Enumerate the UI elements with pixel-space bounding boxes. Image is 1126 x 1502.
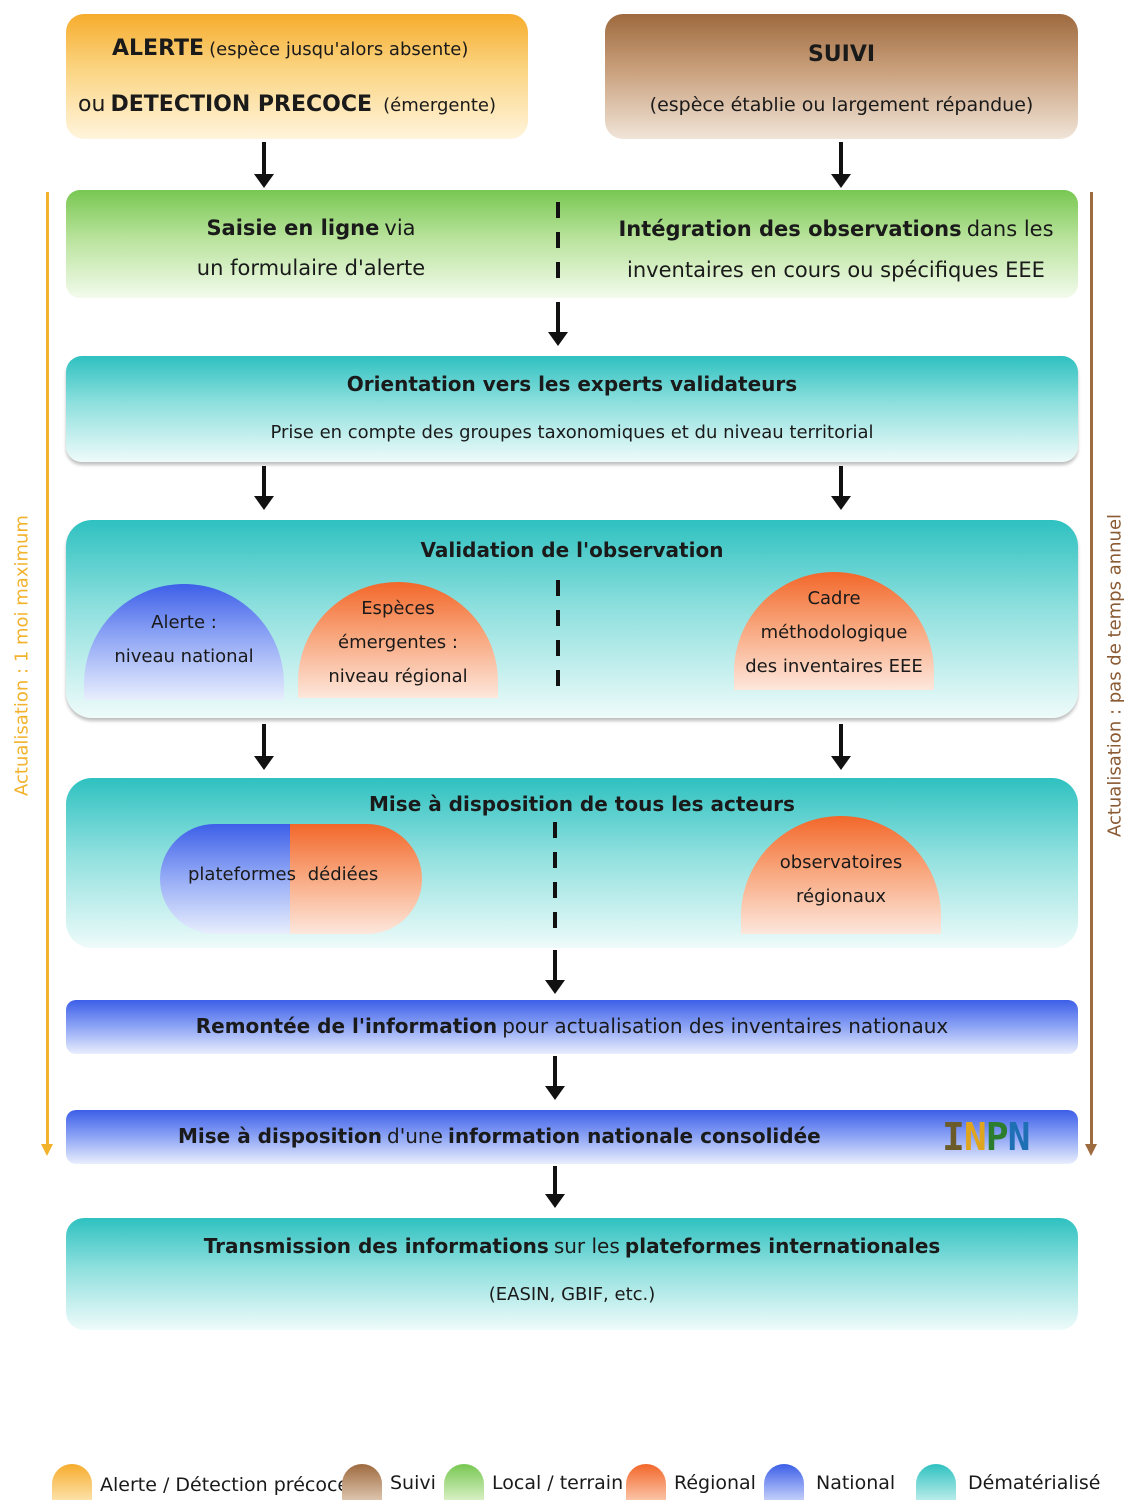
arrow-down-icon [254, 142, 274, 188]
divider [553, 912, 557, 928]
emergent-label-3: niveau régional [328, 666, 468, 687]
remontee-box: Remontée de l'information pour actualisa… [66, 1000, 1078, 1054]
right-timeline-arrow [1085, 192, 1097, 1156]
detection-title: DETECTION PRECOCE [110, 92, 373, 117]
observatories-label-1: observatoires [779, 852, 903, 873]
arrow-down-icon [831, 466, 851, 510]
alert-box: ALERTE (espèce jusqu'alors absente) ou D… [66, 14, 528, 139]
cadre-dome: Cadre méthodologique des inventaires EEE [734, 572, 934, 690]
cadre-label-2: méthodologique [760, 622, 908, 643]
arrow-down-icon [545, 1056, 565, 1100]
suivi-subtitle: (espèce établie ou largement répandue) [649, 94, 1034, 116]
alert-prefix: ou [78, 92, 106, 117]
legend-alert-swatch [52, 1464, 92, 1500]
cadre-label-3: des inventaires EEE [745, 656, 923, 677]
transmission-title-1: Transmission des informations [203, 1234, 549, 1258]
legend-demat-swatch [916, 1464, 956, 1500]
divider [553, 852, 557, 868]
legend-regional-swatch [626, 1464, 666, 1500]
legend-national-swatch [764, 1464, 804, 1500]
national-label: niveau national [114, 646, 254, 667]
observatories-label-2: régionaux [795, 886, 887, 907]
saisie-subtitle: un formulaire d'alerte [196, 256, 426, 280]
suivi-title: SUIVI [807, 42, 876, 67]
arrow-down-icon [831, 142, 851, 188]
emergent-label-2: émergentes : [338, 632, 458, 653]
integration-title: Intégration des observations [618, 217, 962, 241]
integration-rest: dans les [966, 217, 1054, 241]
transmission-box: Transmission des informations sur les pl… [66, 1218, 1078, 1330]
national-title-1: Mise à disposition [178, 1124, 382, 1148]
legend-demat-label: Dématérialisé [968, 1472, 1101, 1494]
platforms-pill: plateformes dédiées [160, 824, 422, 934]
suivi-box: SUIVI (espèce établie ou largement répan… [605, 14, 1078, 139]
right-timeline-label: Actualisation : pas de temps annuel [1104, 513, 1126, 838]
divider [556, 640, 560, 656]
remontee-rest: pour actualisation des inventaires natio… [502, 1014, 949, 1038]
divider [556, 262, 560, 278]
divider [553, 822, 557, 838]
transmission-title-2: plateformes internationales [624, 1234, 941, 1258]
legend-suivi-swatch [342, 1464, 382, 1500]
arrow-down-icon [545, 950, 565, 994]
divider [556, 670, 560, 686]
divider [556, 580, 560, 596]
divider [553, 882, 557, 898]
dedicated-label: dédiées [307, 864, 379, 885]
regional-dome: Espèces émergentes : niveau régional [298, 582, 498, 698]
arrow-down-icon [545, 1166, 565, 1208]
remontee-title: Remontée de l'information [195, 1014, 498, 1038]
emergent-label-1: Espèces [361, 598, 435, 619]
left-timeline-arrow [41, 192, 53, 1156]
alerte-label: Alerte : [151, 612, 217, 633]
validation-title: Validation de l'observation [420, 538, 724, 562]
national-info-box: Mise à disposition d'une information nat… [66, 1110, 1078, 1164]
orientation-subtitle: Prise en compte des groupes taxonomiques… [270, 422, 874, 443]
integration-subtitle: inventaires en cours ou spécifiques EEE [627, 258, 1045, 282]
orientation-title: Orientation vers les experts validateurs [346, 372, 798, 396]
inpn-logo: INPN [942, 1115, 1031, 1159]
arrow-down-icon [831, 724, 851, 770]
saisie-title: Saisie en ligne [206, 216, 380, 240]
input-stage-box: Saisie en ligne via un formulaire d'aler… [66, 190, 1078, 298]
arrow-down-icon [254, 466, 274, 510]
cadre-label-1: Cadre [807, 588, 861, 609]
left-timeline-label: Actualisation : 1 moi maximum [11, 515, 33, 796]
arrow-down-icon [254, 724, 274, 770]
detection-subtitle: (émergente) [383, 95, 497, 116]
arrow-down-icon [548, 302, 568, 346]
divider [556, 232, 560, 248]
saisie-via: via [384, 216, 416, 240]
legend-local-swatch [444, 1464, 484, 1500]
legend-regional-label: Régional [674, 1472, 756, 1494]
alert-subtitle: (espèce jusqu'alors absente) [209, 39, 469, 60]
transmission-mid: sur les [553, 1234, 620, 1258]
legend-local-label: Local / terrain [492, 1472, 624, 1494]
legend-alert-label: Alerte / Détection précoce [100, 1474, 350, 1496]
legend-national-label: National [816, 1472, 896, 1494]
orientation-box: Orientation vers les experts validateurs… [66, 356, 1078, 462]
national-title-2: information nationale consolidée [447, 1124, 821, 1148]
alert-title: ALERTE [112, 36, 205, 61]
platforms-label: plateformes [188, 864, 297, 885]
national-mid: d'une [387, 1124, 443, 1148]
legend-suivi-label: Suivi [390, 1472, 436, 1494]
divider [556, 610, 560, 626]
mise-title: Mise à disposition de tous les acteurs [369, 792, 795, 816]
divider [556, 202, 560, 218]
transmission-subtitle: (EASIN, GBIF, etc.) [488, 1284, 656, 1305]
